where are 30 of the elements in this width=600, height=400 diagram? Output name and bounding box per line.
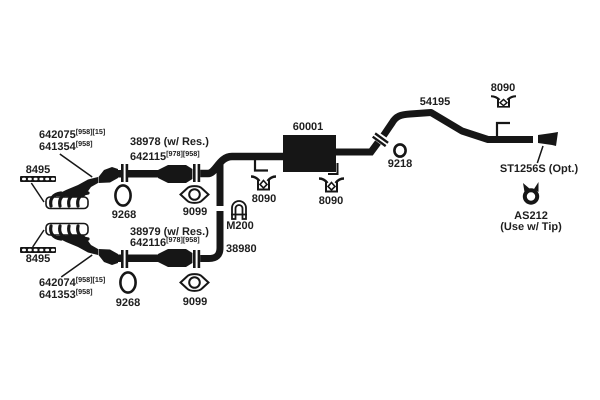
part-number: 9218 (388, 158, 412, 170)
part-number: 8495 (26, 253, 50, 265)
part-number: M200 (226, 220, 254, 232)
part-number: 60001 (292, 121, 324, 133)
part-number: 8090 (252, 193, 276, 205)
part-number: 641353$^{[958]}$ (39, 289, 92, 301)
part-number: 9268 (112, 209, 136, 221)
leader-line (60, 254, 93, 278)
leader-line (32, 230, 45, 248)
part-number: 9099 (182, 206, 208, 218)
part-number: 38980 (226, 243, 257, 255)
part-number: 54195 (420, 96, 450, 108)
part-number: 9099 (182, 296, 208, 308)
part-number: 38978 (w/ Res.) (130, 136, 209, 148)
part-number: 9268 (116, 297, 140, 309)
part-number: 8090 (318, 195, 344, 207)
part-number: AS212 (514, 210, 548, 222)
part-number: 38979 (w/ Res.) (130, 226, 209, 238)
leader-line (30, 182, 45, 202)
fitment-note: (Use w/ Tip) (500, 221, 562, 233)
part-number: 642115$^{[978][958]}$ (130, 151, 200, 163)
part-number: 641354$^{[958]}$ (39, 141, 92, 153)
part-number: 8495 (26, 164, 50, 176)
part-number: ST1256S (Opt.) (500, 163, 578, 175)
part-number: 642075$^{[958][15]}$ (39, 129, 106, 141)
leader-line (59, 153, 93, 178)
part-number: 642116$^{[978][958]}$ (130, 237, 200, 249)
part-number: 642074$^{[958][15]}$ (39, 277, 106, 289)
part-number: 8090 (490, 82, 516, 94)
leader-line (536, 146, 544, 164)
